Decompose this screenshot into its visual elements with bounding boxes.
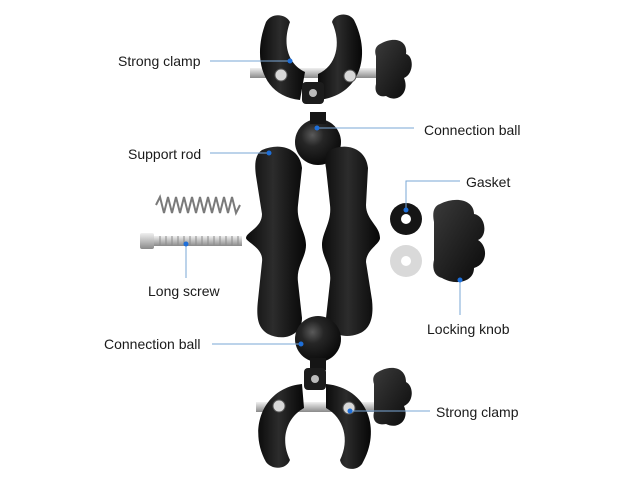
bottom-clamp-knob <box>373 367 412 426</box>
spring <box>155 194 241 216</box>
top-clamp-knob <box>375 39 412 99</box>
long-screw <box>140 233 242 249</box>
locking-knob-body <box>433 199 486 283</box>
top-clamp-hole-right <box>343 69 357 83</box>
label-strong-clamp-top: Strong clamp <box>118 53 201 69</box>
callout-dot-strong-clamp-top <box>287 58 293 64</box>
spring-coil <box>155 194 241 216</box>
callout-dot-long-screw <box>183 241 189 247</box>
long-screw-shaft <box>154 236 242 246</box>
callout-line-gasket <box>405 180 460 210</box>
label-connection-ball-top: Connection ball <box>424 122 521 138</box>
top-clamp-hinge-pin <box>309 89 317 97</box>
callout-dot-strong-clamp-bottom <box>347 408 353 414</box>
locking-knob <box>433 199 486 283</box>
top-clamp-left-jaw <box>259 15 305 100</box>
callout-dot-support-rod <box>266 150 272 156</box>
top-clamp-bolt <box>250 68 390 78</box>
bottom-strong-clamp <box>256 367 412 469</box>
label-locking-knob: Locking knob <box>427 321 510 337</box>
top-ball-neck <box>310 112 326 124</box>
bottom-clamp-left-jaw <box>258 384 304 468</box>
callout-dots <box>183 58 463 414</box>
long-screw-thread <box>159 236 239 246</box>
label-connection-ball-bottom: Connection ball <box>104 336 201 352</box>
bottom-clamp-right-jaw <box>326 384 371 469</box>
label-support-rod: Support rod <box>128 146 202 162</box>
label-long-screw: Long screw <box>148 283 220 299</box>
callout-dot-connection-ball-bottom <box>298 341 304 347</box>
support-rod-arms <box>246 146 380 338</box>
bottom-ball-neck <box>310 358 326 370</box>
callout-lines <box>185 60 461 412</box>
bottom-clamp-bolt <box>256 402 392 412</box>
gasket-white-hole <box>401 256 411 266</box>
callout-dot-connection-ball-top <box>314 125 320 131</box>
label-gasket: Gasket <box>466 174 511 190</box>
label-strong-clamp-bottom: Strong clamp <box>436 404 519 420</box>
gaskets <box>390 203 422 277</box>
gasket-black-hole <box>401 214 411 224</box>
top-clamp-hole-left <box>274 68 288 82</box>
bottom-connection-ball <box>295 316 341 362</box>
support-rod-left-arm <box>246 146 306 338</box>
support-rod-right-arm <box>322 146 380 337</box>
top-clamp-right-jaw <box>318 14 363 101</box>
top-strong-clamp <box>250 14 412 104</box>
bottom-clamp-hole-left <box>272 399 286 413</box>
bottom-clamp-hinge-pin <box>311 375 319 383</box>
callout-dot-gasket <box>403 207 409 213</box>
long-screw-head <box>140 233 154 249</box>
callout-dot-locking-knob <box>457 277 463 283</box>
